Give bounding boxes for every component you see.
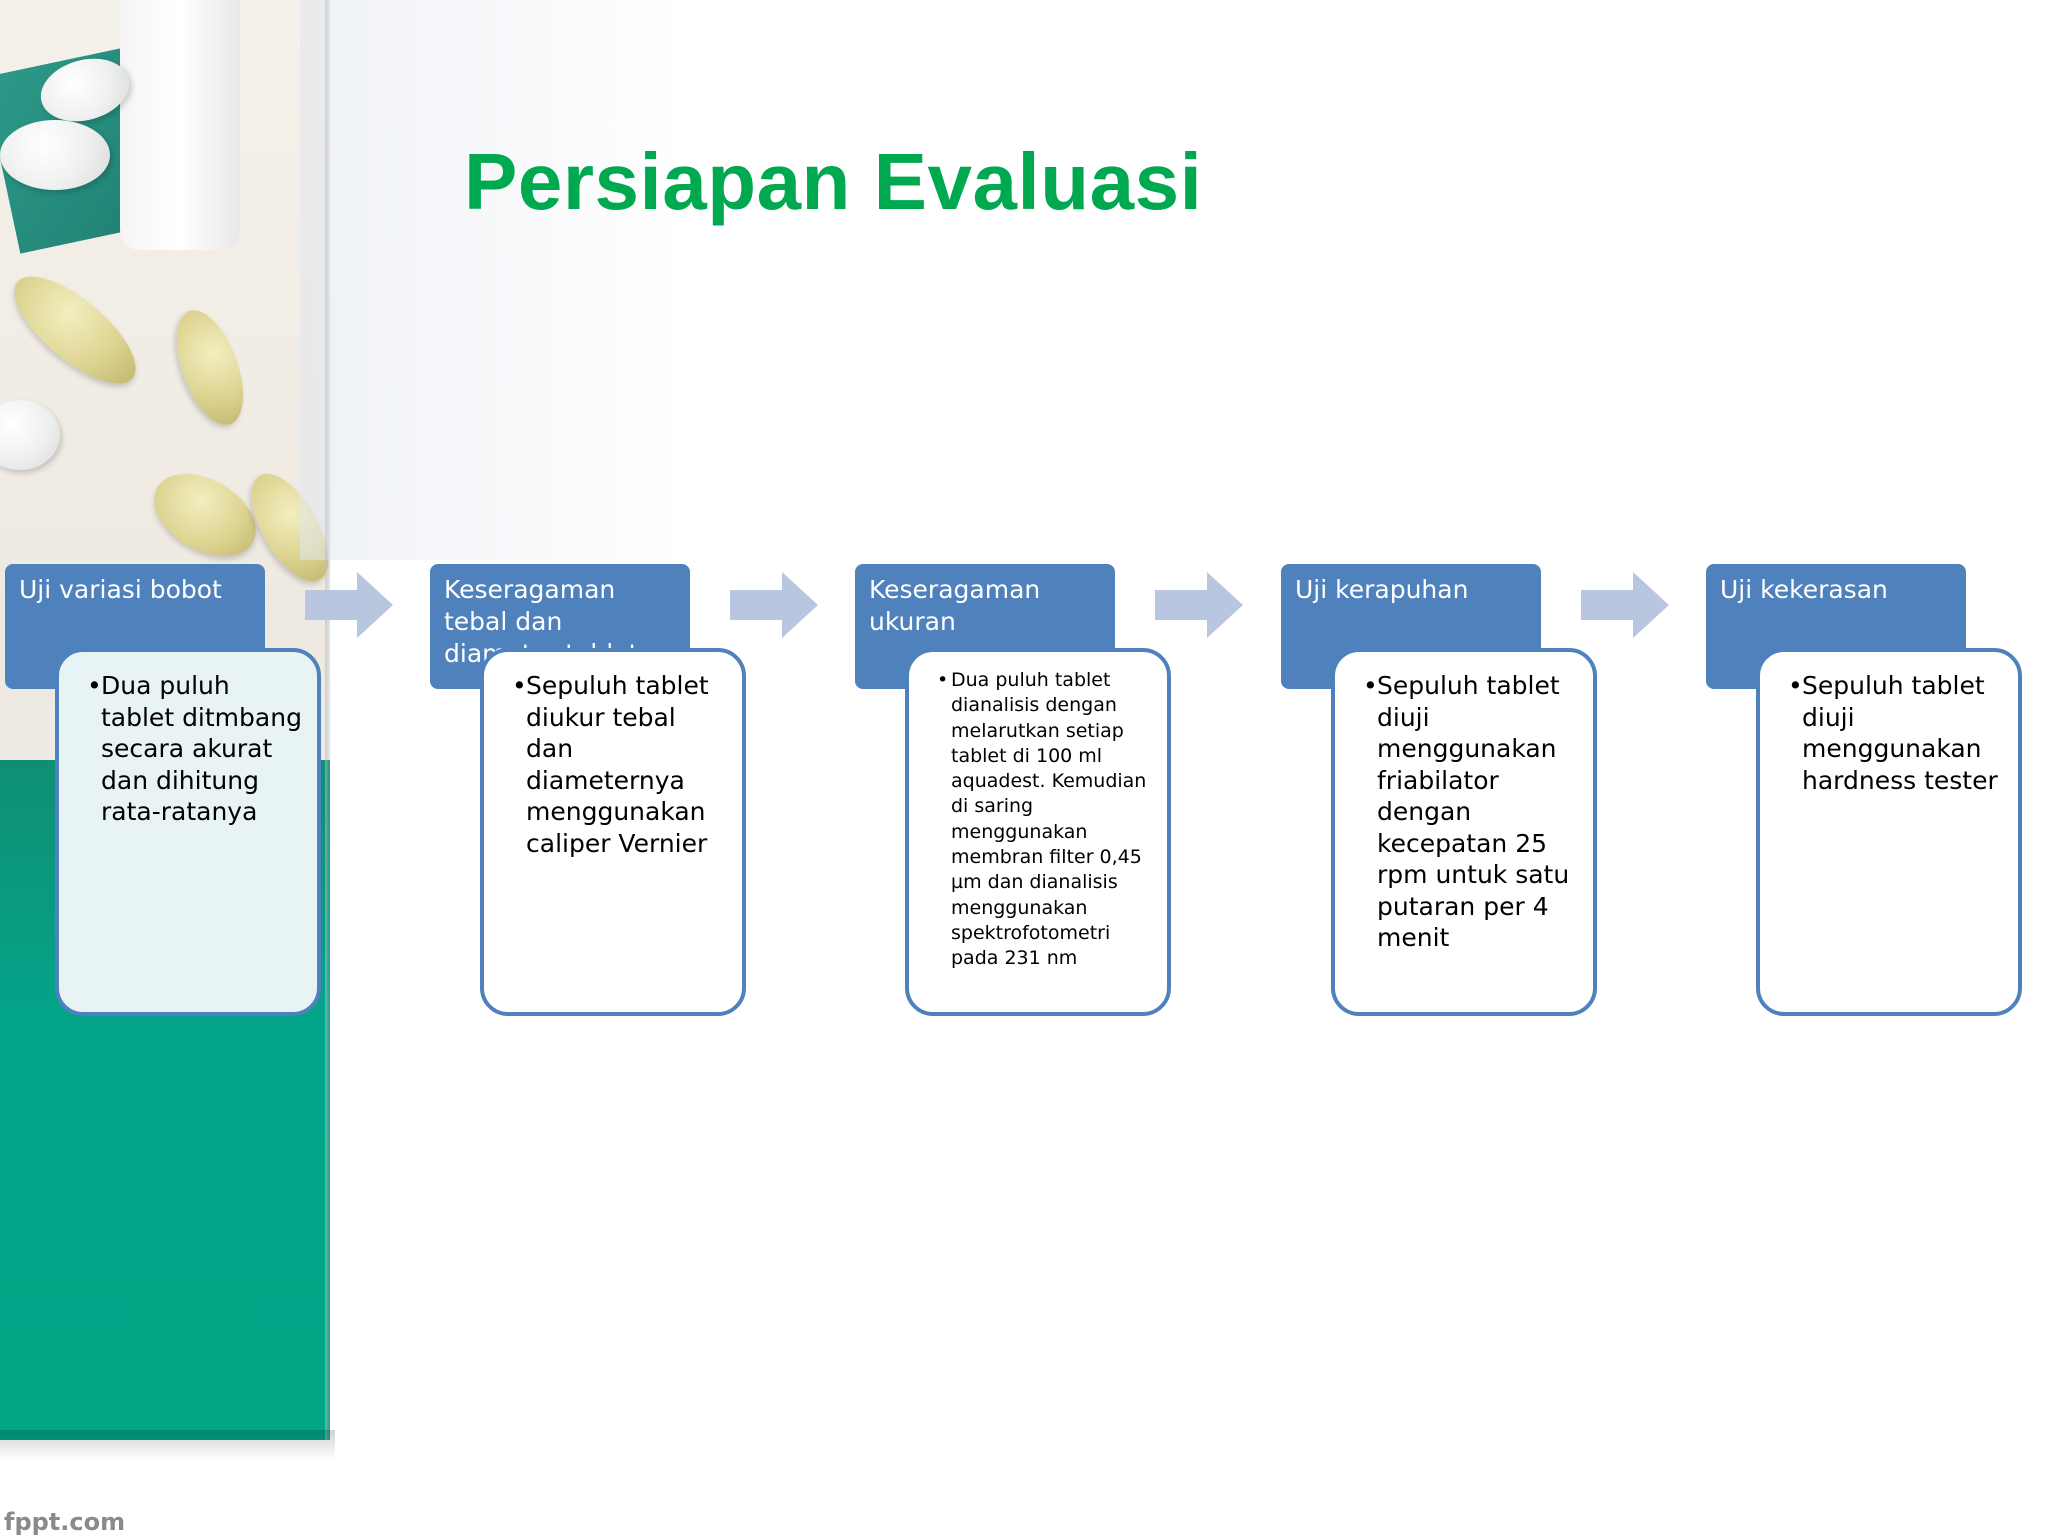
step-header-label: Keseragaman ukuran — [869, 575, 1041, 636]
step-header-label: Uji kerapuhan — [1295, 575, 1469, 604]
step-body-text: Sepuluh tablet diuji menggunakan friabil… — [1363, 670, 1579, 954]
step-body-uji-variasi-bobot: Dua puluh tablet ditmbang secara akurat … — [55, 648, 321, 1016]
footer-watermark: fppt.com — [4, 1508, 126, 1536]
arrow-right-icon — [1581, 572, 1669, 638]
pill-image — [0, 120, 110, 190]
step-body-keseragaman-tebal: Sepuluh tablet diukur tebal dan diameter… — [480, 648, 746, 1016]
panel-edge — [325, 0, 331, 1440]
step-body-text: Dua puluh tablet dianalisis dengan melar… — [937, 668, 1153, 972]
glass-overlay — [300, 0, 680, 560]
arrow-right-icon — [730, 572, 818, 638]
pill-bottle-image — [120, 0, 240, 250]
step-body-keseragaman-ukuran: Dua puluh tablet dianalisis dengan melar… — [905, 648, 1171, 1016]
slide-title: Persiapan Evaluasi — [464, 137, 1203, 226]
arrow-right-icon — [1155, 572, 1243, 638]
step-body-text: Sepuluh tablet diukur tebal dan diameter… — [512, 670, 728, 859]
step-body-uji-kekerasan: Sepuluh tablet diuji menggunakan hardnes… — [1756, 648, 2022, 1016]
step-header-label: Uji kekerasan — [1720, 575, 1888, 604]
step-body-text: Dua puluh tablet ditmbang secara akurat … — [87, 670, 303, 828]
panel-shadow — [0, 1430, 335, 1460]
step-body-uji-kerapuhan: Sepuluh tablet diuji menggunakan friabil… — [1331, 648, 1597, 1016]
step-header-label: Uji variasi bobot — [19, 575, 222, 604]
step-body-text: Sepuluh tablet diuji menggunakan hardnes… — [1788, 670, 2004, 796]
arrow-right-icon — [305, 572, 393, 638]
